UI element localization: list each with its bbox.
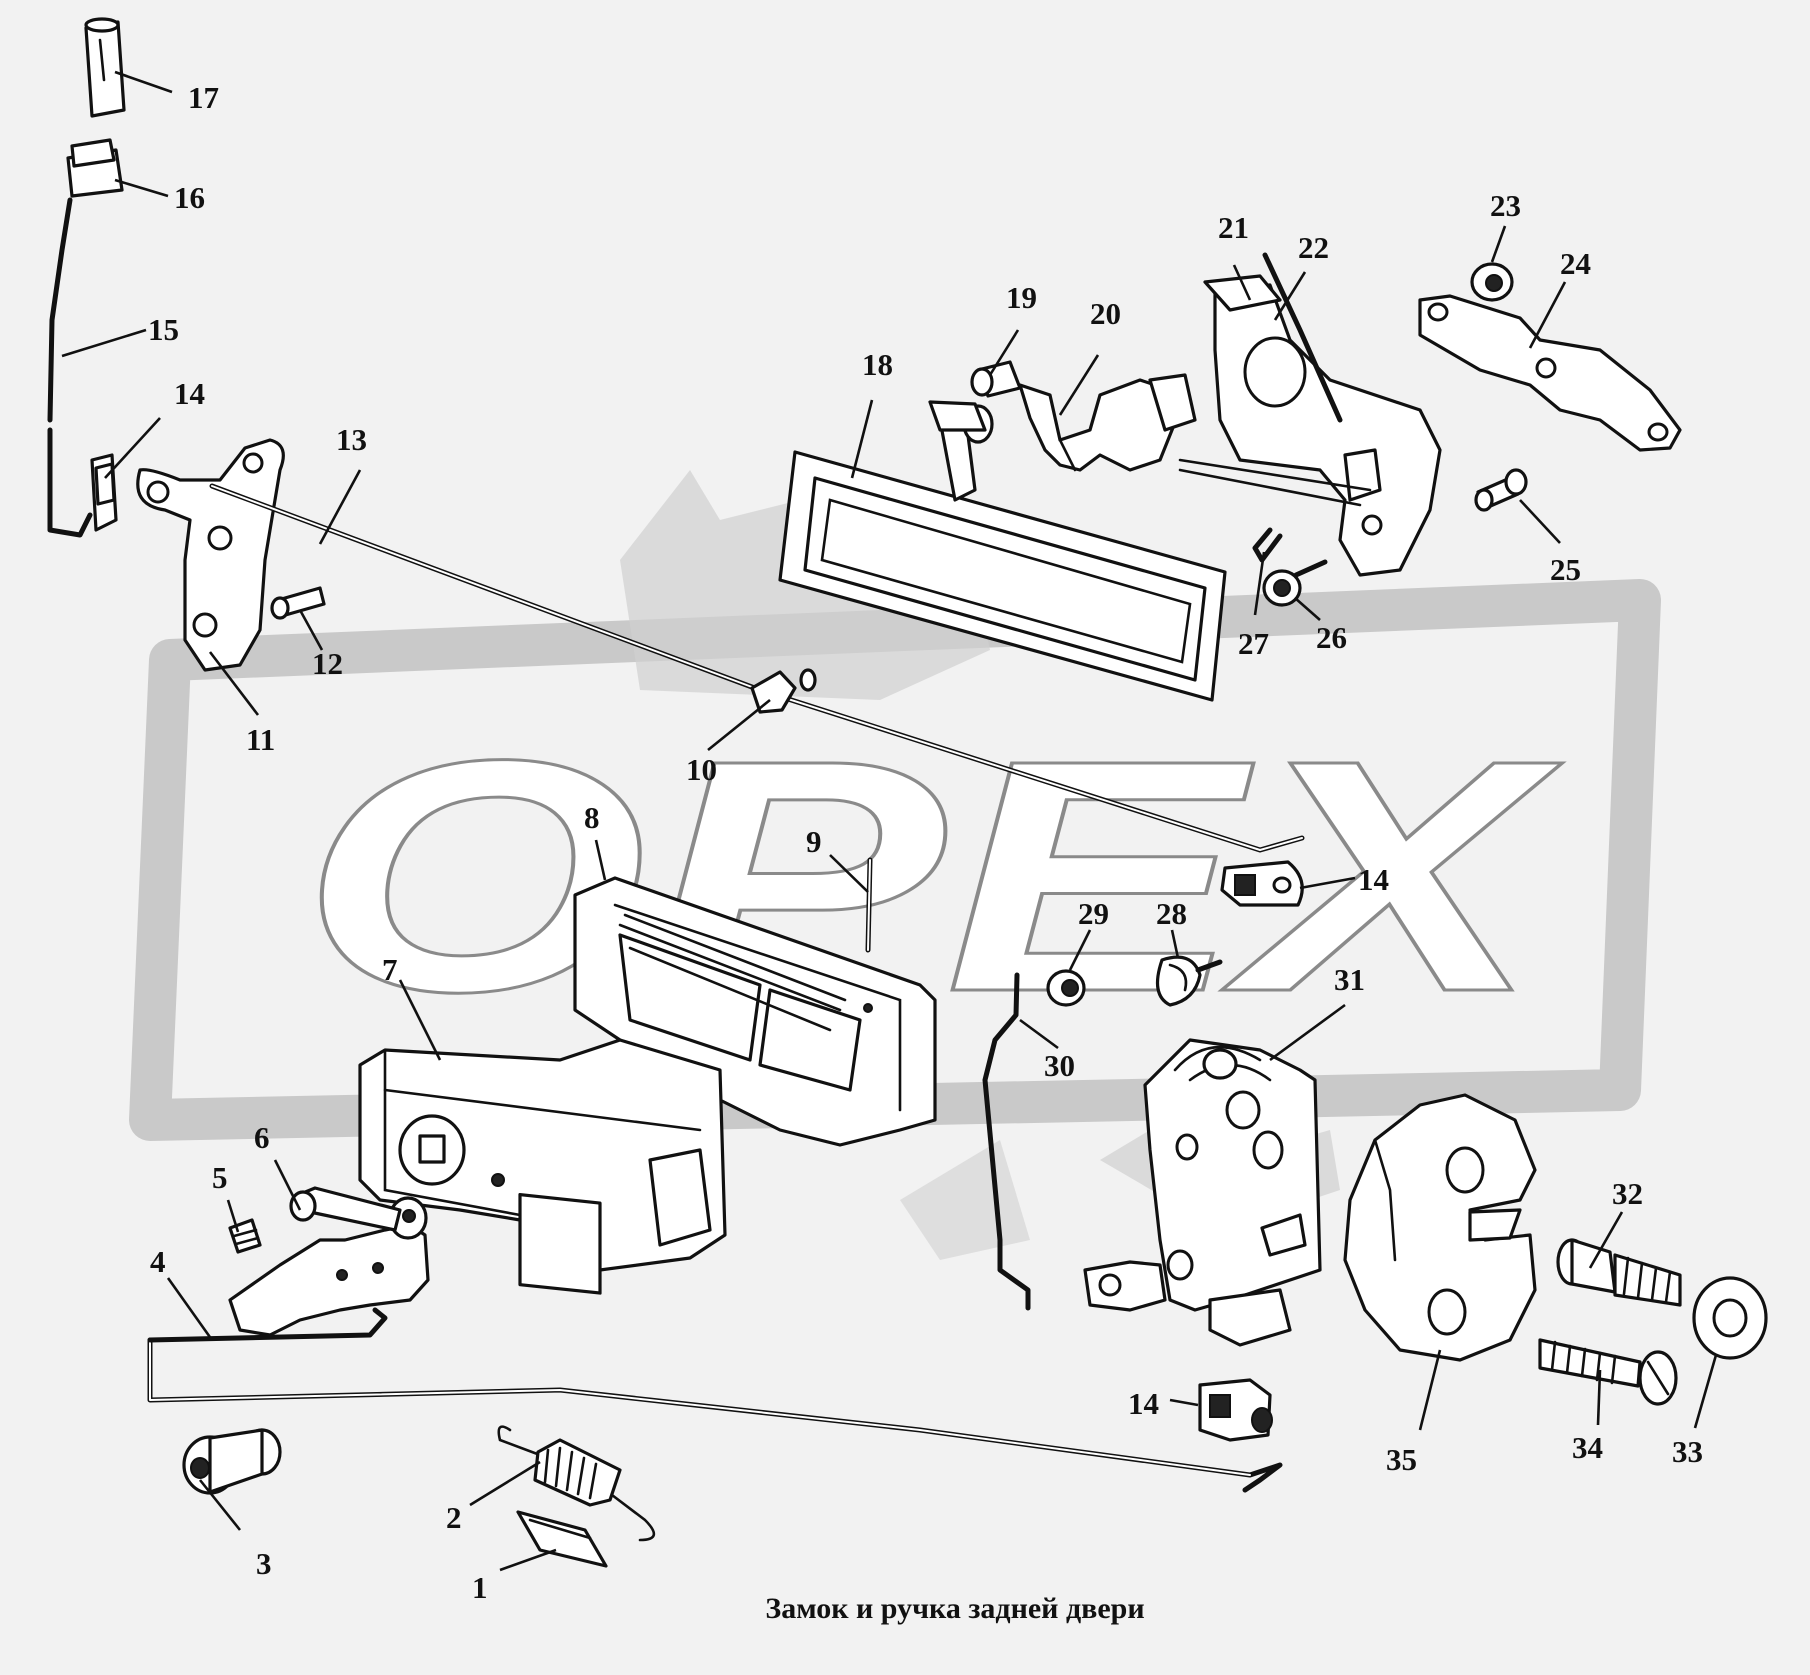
callout-18: 18 [862, 347, 893, 382]
part-2-spring [497, 1425, 656, 1542]
part-14-clip-lower [1198, 1378, 1273, 1442]
callout-32: 32 [1612, 1176, 1643, 1211]
part-27-spring-clip [1252, 527, 1283, 563]
callout-23: 23 [1490, 188, 1521, 223]
callout-7: 7 [382, 952, 398, 987]
callout-28: 28 [1156, 896, 1187, 931]
part-35-striker [1343, 1093, 1537, 1362]
callout-3: 3 [256, 1546, 272, 1581]
part-28-spring-clip [1155, 955, 1223, 1007]
part-3-bushing [182, 1428, 282, 1495]
callout-5: 5 [212, 1160, 228, 1195]
part-15-lock-rod [47, 197, 93, 538]
callout-14-upper: 14 [174, 376, 205, 411]
part-26-stud [1262, 559, 1328, 607]
part-31-lock-mechanism [1083, 1038, 1322, 1347]
callout-26: 26 [1316, 620, 1347, 655]
callout-14-middle: 14 [1358, 862, 1389, 897]
part-22-spring-rod [1262, 252, 1343, 423]
callout-19: 19 [1006, 280, 1037, 315]
callout-30: 30 [1044, 1048, 1075, 1083]
part-32-bolt [1556, 1238, 1682, 1307]
callout-20: 20 [1090, 296, 1121, 331]
part-24-plate [1418, 294, 1682, 452]
callouts: 1 2 3 4 5 6 7 8 9 10 11 12 13 14 14 14 1… [148, 80, 1703, 1605]
callout-27: 27 [1238, 626, 1269, 661]
callout-16: 16 [174, 180, 205, 215]
part-16-bushing [66, 138, 124, 198]
callout-24: 24 [1560, 246, 1591, 281]
part-30-rod [982, 972, 1031, 1311]
part-14-clip-upper [90, 453, 118, 532]
callout-10: 10 [686, 752, 717, 787]
part-20-handle-mechanism [1018, 373, 1197, 472]
part-13-long-rod [209, 483, 1305, 853]
part-34-screw [1538, 1338, 1678, 1406]
callout-34: 34 [1572, 1430, 1603, 1465]
part-9-pin [865, 857, 873, 953]
callout-35: 35 [1386, 1442, 1417, 1477]
part-33-washer [1692, 1276, 1768, 1360]
part-1-gasket [516, 1510, 608, 1568]
callout-9: 9 [806, 824, 822, 859]
part-17-lock-button [84, 17, 126, 118]
part-25-bolt [1474, 468, 1528, 512]
part-29-nut [1046, 969, 1086, 1007]
callout-4: 4 [150, 1244, 166, 1279]
leader-lines [61, 70, 1718, 1572]
callout-22: 22 [1298, 230, 1329, 265]
part-12-pin [270, 586, 326, 620]
callout-25: 25 [1550, 552, 1581, 587]
diagram-caption: Замок и ручка задней двери [765, 1592, 1144, 1625]
callout-31: 31 [1334, 962, 1365, 997]
part-7-lock-body [358, 1038, 727, 1295]
callout-2: 2 [446, 1500, 462, 1535]
callout-8: 8 [584, 800, 600, 835]
callout-6: 6 [254, 1120, 270, 1155]
part-23-nut [1470, 262, 1514, 302]
callout-12: 12 [312, 646, 343, 681]
part-4-rod [147, 1307, 1283, 1493]
part-21-latch-bracket [1178, 274, 1442, 577]
callout-1: 1 [472, 1570, 488, 1605]
callout-13: 13 [336, 422, 367, 457]
callout-15: 15 [148, 312, 179, 347]
callout-21: 21 [1218, 210, 1249, 245]
part-18-door-handle [778, 400, 1227, 702]
callout-11: 11 [246, 722, 275, 757]
part-19-cylinder [970, 360, 1022, 398]
callout-14-lower: 14 [1128, 1386, 1159, 1421]
part-8-housing [573, 876, 937, 1147]
part-6-bellcrank [228, 1186, 430, 1337]
callout-17: 17 [188, 80, 219, 115]
callout-29: 29 [1078, 896, 1109, 931]
part-14-clip-middle [1220, 860, 1304, 907]
callout-33: 33 [1672, 1434, 1703, 1469]
